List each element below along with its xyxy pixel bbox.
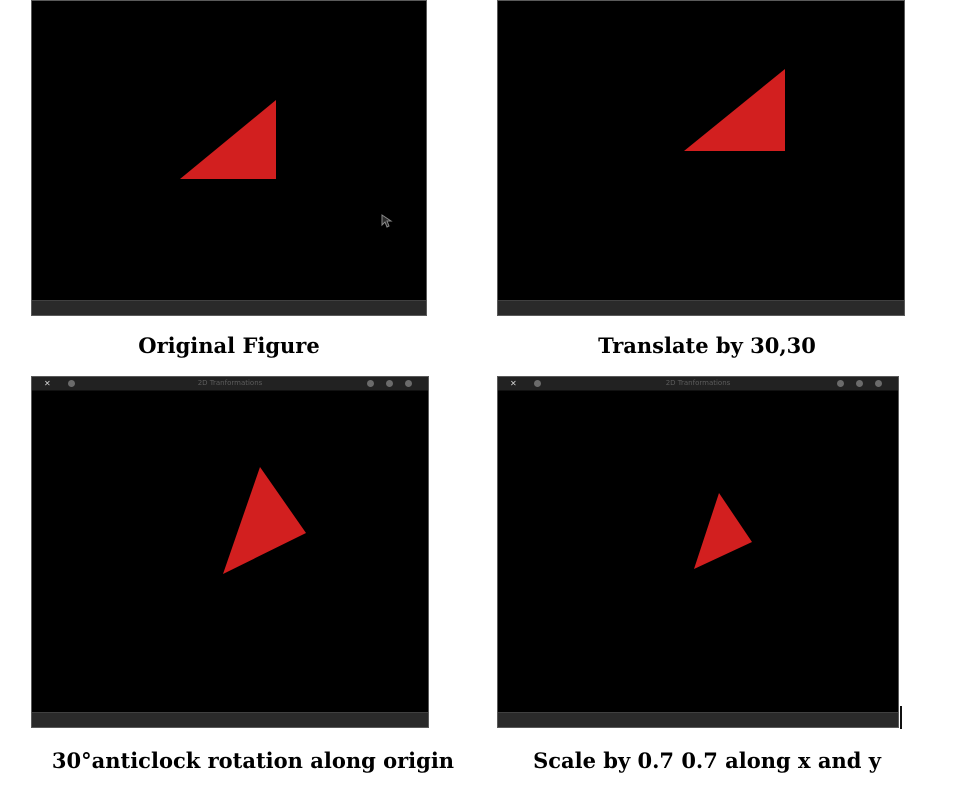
- window-titlebar: ✕ 2D Tranformations: [32, 377, 428, 391]
- window-edge-mark: [900, 706, 902, 729]
- original-figure-window: [31, 0, 427, 316]
- maximize-button-icon[interactable]: [856, 380, 863, 387]
- minimize-button-icon[interactable]: [367, 380, 374, 387]
- window-close-dot-icon[interactable]: [875, 380, 882, 387]
- window-status-strip: [498, 712, 898, 727]
- window-status-strip: [498, 300, 904, 315]
- rotated-triangle: [223, 467, 306, 574]
- scale-figure-window: ✕ 2D Tranformations: [497, 376, 899, 728]
- caption-scale: Scale by 0.7 0.7 along x and y: [533, 748, 881, 773]
- window-titlebar: ✕ 2D Tranformations: [498, 377, 898, 391]
- window-button-icon[interactable]: [68, 380, 75, 387]
- translate-figure-window: [497, 0, 905, 316]
- window-title: 2D Tranformations: [197, 379, 263, 387]
- maximize-button-icon[interactable]: [386, 380, 393, 387]
- window-button-icon[interactable]: [534, 380, 541, 387]
- rotate-canvas: [223, 467, 306, 574]
- translate-canvas: [684, 69, 785, 151]
- translated-triangle: [684, 69, 785, 151]
- original-canvas: [180, 100, 276, 179]
- minimize-button-icon[interactable]: [837, 380, 844, 387]
- window-status-strip: [32, 712, 428, 727]
- caption-translate: Translate by 30,30: [598, 333, 816, 358]
- window-status-strip: [32, 300, 426, 315]
- window-close-dot-icon[interactable]: [405, 380, 412, 387]
- rotate-figure-window: ✕ 2D Tranformations: [31, 376, 429, 728]
- mouse-pointer-icon: [381, 214, 393, 228]
- close-icon[interactable]: ✕: [510, 379, 517, 388]
- caption-rotate: 30°anticlock rotation along origin: [51, 748, 455, 773]
- scale-canvas: [694, 493, 752, 569]
- window-title: 2D Tranformations: [665, 379, 731, 387]
- original-triangle: [180, 100, 276, 179]
- caption-original: Original Figure: [138, 333, 320, 358]
- close-icon[interactable]: ✕: [44, 379, 51, 388]
- scaled-triangle: [694, 493, 752, 569]
